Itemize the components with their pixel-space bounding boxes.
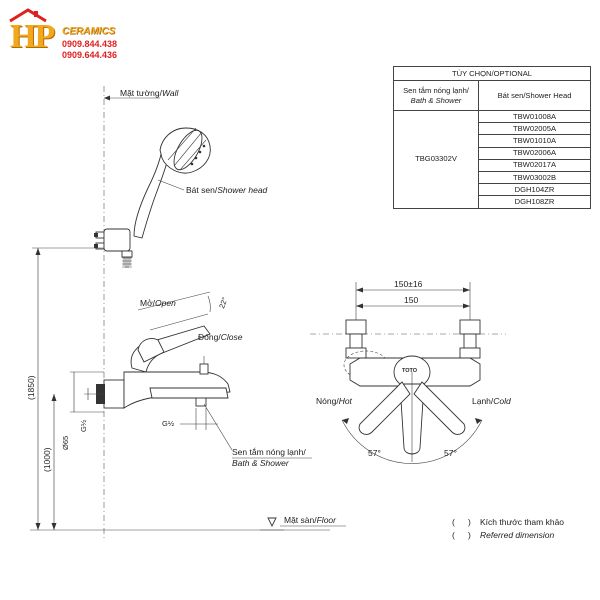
- close-label: Đóng/Close: [198, 332, 243, 342]
- lever-handle: [130, 325, 211, 373]
- shower-head-drawing: [133, 127, 211, 239]
- shower-holder: [103, 228, 131, 252]
- legend-paren-close-2: ): [468, 530, 471, 540]
- legend-ref-vn: Kích thước tham khảo: [480, 517, 564, 527]
- mixer-wall-flange: [103, 379, 125, 409]
- screw-bottom: [94, 244, 98, 248]
- dim-1000-label: (1000): [42, 447, 52, 472]
- col-bath-shower-header: Sen tắm nóng lạnh/ Bath & Shower: [393, 80, 479, 111]
- floor-marker: [267, 517, 277, 528]
- dim-150-label: 150: [404, 295, 418, 305]
- open-line: [137, 291, 211, 311]
- diverter-outlet: [195, 397, 207, 407]
- dim-150-16-label: 150±16: [394, 279, 423, 289]
- bath-shower-label-vn: Sen tắm nóng lạnh/: [232, 447, 306, 457]
- brand-logo: HP CERAMICS 0909.844.438 0909.644.436: [8, 8, 128, 60]
- logo-brand-name: CERAMICS: [62, 26, 116, 37]
- close-line: [149, 313, 209, 331]
- g-half-bottom-label: G½: [162, 419, 175, 428]
- legend-paren-open-2: (: [452, 530, 455, 540]
- angle-57-left-label: 57°: [368, 448, 381, 458]
- house-roof-icon: [9, 8, 47, 22]
- model-cell: TBG03302V: [393, 110, 479, 209]
- open-label: Mở/Open: [140, 298, 176, 308]
- screw-top: [94, 233, 98, 237]
- mixer-body-side: [96, 325, 231, 409]
- lever-front-cold: [413, 381, 466, 435]
- floor-label: Mặt sàn/Floor: [284, 515, 337, 525]
- connector-left: [345, 319, 367, 359]
- shower-head-leader: [157, 179, 185, 191]
- connector-right: [459, 319, 481, 359]
- diverter-knob: [199, 363, 209, 375]
- cold-label: Lạnh/Cold: [472, 396, 511, 406]
- dim-1850-label: (1850): [26, 375, 36, 400]
- col-bath-shower-header-line2: Bath & Shower: [410, 95, 462, 105]
- legend-paren-close-1: ): [468, 517, 471, 527]
- logo-phone-1: 0909.844.438: [62, 39, 118, 49]
- wall-label: Mặt tường/Wall: [120, 88, 179, 98]
- bath-shower-label-en: Bath & Shower: [232, 458, 290, 468]
- angle-57-right-label: 57°: [444, 448, 457, 458]
- shower-head-item: DGH108ZR: [478, 195, 591, 209]
- legend-ref-en: Referred dimension: [480, 530, 554, 540]
- g-half-side-label: G½: [79, 419, 88, 432]
- bath-shower-leader: [203, 403, 233, 451]
- rotation-arc: [341, 419, 483, 464]
- wall-arrow: [104, 95, 110, 101]
- lever-front-hot: [358, 381, 411, 435]
- angle-arc: [207, 295, 211, 313]
- logo-mark: HP: [10, 18, 55, 55]
- logo-phone-2: 0909.644.436: [62, 50, 118, 60]
- brand-mark: TOTO: [402, 368, 418, 374]
- hose-connector: [121, 250, 133, 268]
- hot-label: Nóng/Hot: [316, 396, 353, 406]
- shower-head-label: Bát sen/Shower head: [186, 185, 268, 195]
- angle-22-label: 22°: [217, 296, 229, 310]
- col-bath-shower-header-line1: Sen tắm nóng lạnh/: [403, 85, 469, 95]
- diameter-65-label: Ø65: [61, 436, 70, 450]
- legend: ( ) Kích thước tham khảo ( ) Referred di…: [452, 517, 564, 540]
- optional-table: TÙY CHỌN/OPTIONAL Sen tắm nóng lạnh/ Bat…: [393, 66, 591, 209]
- col-shower-head-header: Bát sen/Shower Head: [478, 80, 591, 111]
- legend-paren-open-1: (: [452, 517, 455, 527]
